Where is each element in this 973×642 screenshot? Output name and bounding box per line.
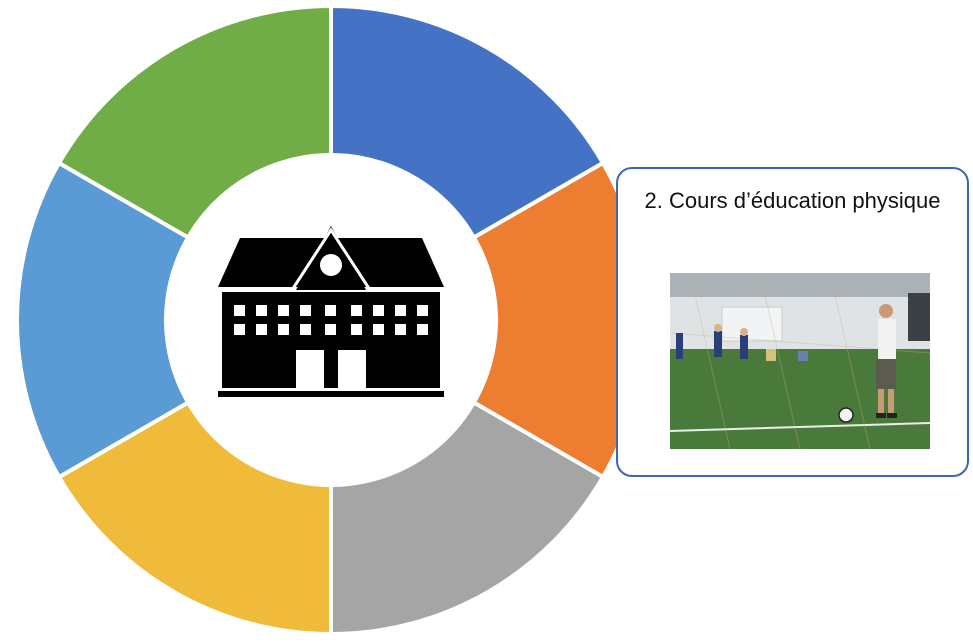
photo-ceiling: [670, 273, 930, 297]
segmented-ring-diagram: [17, 6, 645, 634]
school-building-icon: [218, 226, 444, 397]
photo-coach: [876, 304, 897, 418]
callout-box: 2. Cours d’éducation physique: [616, 167, 969, 477]
soccer-field-photo: [670, 273, 930, 449]
photo-children: [676, 324, 808, 361]
photo-ball: [838, 407, 854, 423]
callout-title: 2. Cours d’éducation physique: [644, 188, 941, 213]
